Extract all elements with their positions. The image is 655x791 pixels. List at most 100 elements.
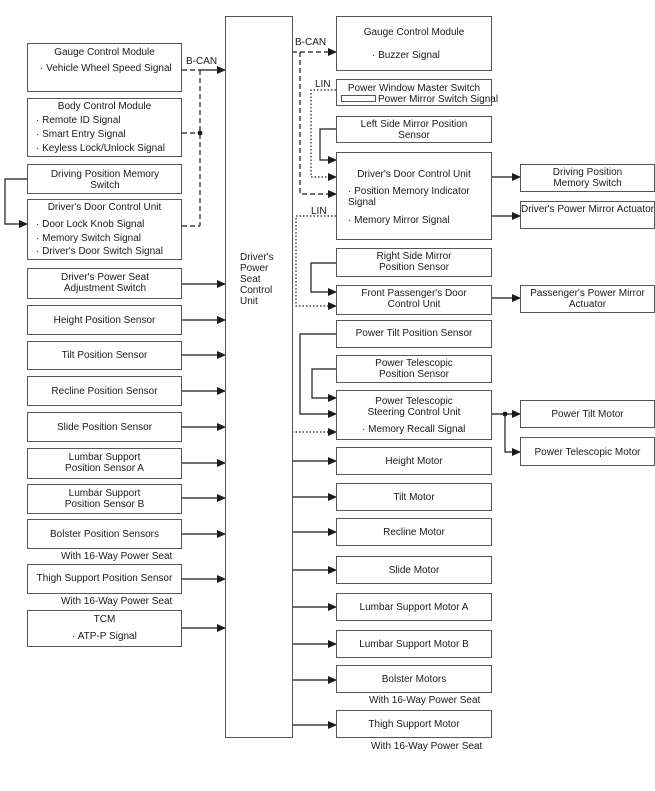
bcan-label-right: B-CAN — [295, 37, 327, 48]
output-pwm-signal: Power Mirror Switch Signal — [378, 94, 499, 105]
mirror-switch-indicator — [341, 95, 376, 102]
output-lumbar-b-motor-label: Lumbar Support Motor B — [359, 639, 469, 650]
output-thigh-note: With 16-Way Power Seat — [371, 741, 483, 752]
input-lumbar-support-sensor-a — [27, 448, 182, 479]
input-bcm-s1: · Remote ID Signal — [36, 115, 121, 126]
input-drivers-door-control-unit — [27, 199, 182, 260]
output-left-mirror-label: Left Side Mirror Position Sensor — [360, 119, 468, 141]
bcan-right-trunk — [299, 52, 337, 198]
output-driving-position-memory-switch — [520, 164, 655, 192]
bcan-label-left: B-CAN — [186, 56, 218, 67]
output-dcu-s1: · Position Memory Indicator Signal — [348, 186, 470, 208]
input-gauge-signal: · Vehicle Wheel Speed Signal — [40, 63, 172, 74]
input-dcu-s3: · Driver's Door Switch Signal — [36, 246, 163, 257]
input-tilt-position-sensor — [27, 341, 182, 370]
output-tilt-sensor-label: Power Tilt Position Sensor — [355, 328, 473, 339]
output-tilt-motor — [336, 483, 492, 511]
input-recline-label: Recline Position Sensor — [51, 386, 158, 397]
ecu-title: Driver's Power Seat Control Unit — [240, 252, 274, 307]
output-gauge-control-module — [336, 16, 492, 71]
input-bcm-title: Body Control Module — [57, 101, 152, 112]
output-tilt-motor-label: Tilt Motor — [393, 492, 435, 503]
output-drivers-door-control-unit — [336, 152, 492, 240]
output-front-passenger-door-control-unit — [336, 285, 492, 315]
lin-label-top: LIN — [315, 79, 331, 90]
connector-tele-pos-sensor — [311, 368, 337, 402]
input-lumbar-support-sensor-b — [27, 484, 182, 514]
input-dcu-s2: · Memory Switch Signal — [36, 233, 142, 244]
output-lumbar-support-motor-b — [336, 630, 492, 658]
output-bolster-motors-label: Bolster Motors — [381, 674, 447, 685]
power-seat-control-unit — [225, 16, 293, 738]
lin-pwm — [310, 89, 337, 181]
lin-fpdcu — [295, 215, 337, 310]
output-steering-control-unit — [336, 390, 492, 440]
input-bcm-s2: · Smart Entry Signal — [36, 129, 126, 140]
connector-left-mirror — [319, 128, 337, 164]
input-tcm-signal: · ATP-P Signal — [72, 631, 137, 642]
input-power-seat-adjustment-switch — [27, 268, 182, 299]
output-recline-motor — [336, 518, 492, 546]
output-steering-signal: · Memory Recall Signal — [362, 424, 466, 435]
output-steer-tilt-motor-label: Power Tilt Motor — [551, 409, 624, 420]
output-thigh-support-motor — [336, 710, 492, 738]
output-pwm-title: Power Window Master Switch — [347, 83, 481, 94]
input-bolster-note: With 16-Way Power Seat — [61, 551, 173, 562]
output-tele-sensor-label: Power Telescopic Position Sensor — [375, 358, 453, 380]
output-bolster-motors — [336, 665, 492, 693]
output-gauge-title: Gauge Control Module — [363, 27, 465, 38]
connector-memory-switch — [4, 178, 28, 228]
lin-label-bottom: LIN — [311, 206, 327, 217]
output-dcu-s2: · Memory Mirror Signal — [348, 215, 450, 226]
input-height-label: Height Position Sensor — [53, 315, 156, 326]
connector-right-mirror — [310, 262, 337, 296]
output-fpdcu-label: Front Passenger's Door Control Unit — [361, 288, 467, 310]
output-dcu-switch-label: Driving Position Memory Switch — [552, 167, 623, 189]
output-power-tilt-position-sensor — [336, 320, 492, 348]
input-thigh-support-sensor — [27, 564, 182, 594]
input-tilt-label: Tilt Position Sensor — [61, 350, 148, 361]
input-bcm-s3: · Keyless Lock/Unlock Signal — [36, 143, 165, 154]
output-bolster-note: With 16-Way Power Seat — [369, 695, 481, 706]
input-dcu-s1: · Door Lock Knob Signal — [36, 219, 145, 230]
output-left-side-mirror-sensor — [336, 116, 492, 143]
input-tcm — [27, 610, 182, 647]
output-drivers-power-mirror-actuator — [520, 201, 655, 229]
input-driving-position-memory-switch — [27, 164, 182, 194]
output-pass-actuator-label: Passenger's Power Mirror Actuator — [530, 288, 645, 310]
output-lumbar-support-motor-a — [336, 593, 492, 621]
output-tele-motor-label: Power Telescopic Motor — [534, 447, 641, 458]
input-gauge-title: Gauge Control Module — [54, 47, 155, 58]
output-power-tilt-motor — [520, 400, 655, 428]
input-thigh-label: Thigh Support Position Sensor — [36, 573, 173, 584]
output-right-mirror-label: Right Side Mirror Position Sensor — [376, 251, 452, 273]
input-slide-position-sensor — [27, 412, 182, 442]
input-thigh-note: With 16-Way Power Seat — [61, 596, 173, 607]
input-recline-position-sensor — [27, 376, 182, 406]
input-lumbar-b-label: Lumbar Support Position Sensor B — [64, 488, 145, 510]
output-passengers-power-mirror-actuator — [520, 285, 655, 313]
output-right-side-mirror-sensor — [336, 248, 492, 277]
input-dcu-title: Driver's Door Control Unit — [47, 202, 162, 213]
connector-tilt-pos-sensor — [299, 333, 337, 418]
output-dcu-actuator-label: Driver's Power Mirror Actuator — [520, 204, 655, 215]
output-steering-title: Power Telescopic Steering Control Unit — [367, 396, 461, 418]
input-height-position-sensor — [27, 305, 182, 335]
input-body-control-module — [27, 98, 182, 157]
output-thigh-motor-label: Thigh Support Motor — [368, 719, 460, 730]
input-tcm-title: TCM — [93, 614, 116, 625]
input-bolster-label: Bolster Position Sensors — [50, 529, 159, 540]
input-gauge-control-module — [27, 43, 182, 92]
output-height-motor — [336, 447, 492, 475]
output-power-telescopic-motor — [520, 437, 655, 466]
output-slide-motor — [336, 556, 492, 584]
output-slide-motor-label: Slide Motor — [388, 565, 440, 576]
junction-bcan-left — [197, 130, 203, 136]
output-height-motor-label: Height Motor — [385, 456, 443, 467]
output-recline-motor-label: Recline Motor — [383, 527, 445, 538]
input-slide-label: Slide Position Sensor — [56, 422, 153, 433]
junction-tele-motor — [502, 411, 508, 417]
output-gauge-signal: · Buzzer Signal — [372, 50, 440, 61]
input-drive-switch-label: Driving Position Memory Switch — [50, 169, 160, 191]
